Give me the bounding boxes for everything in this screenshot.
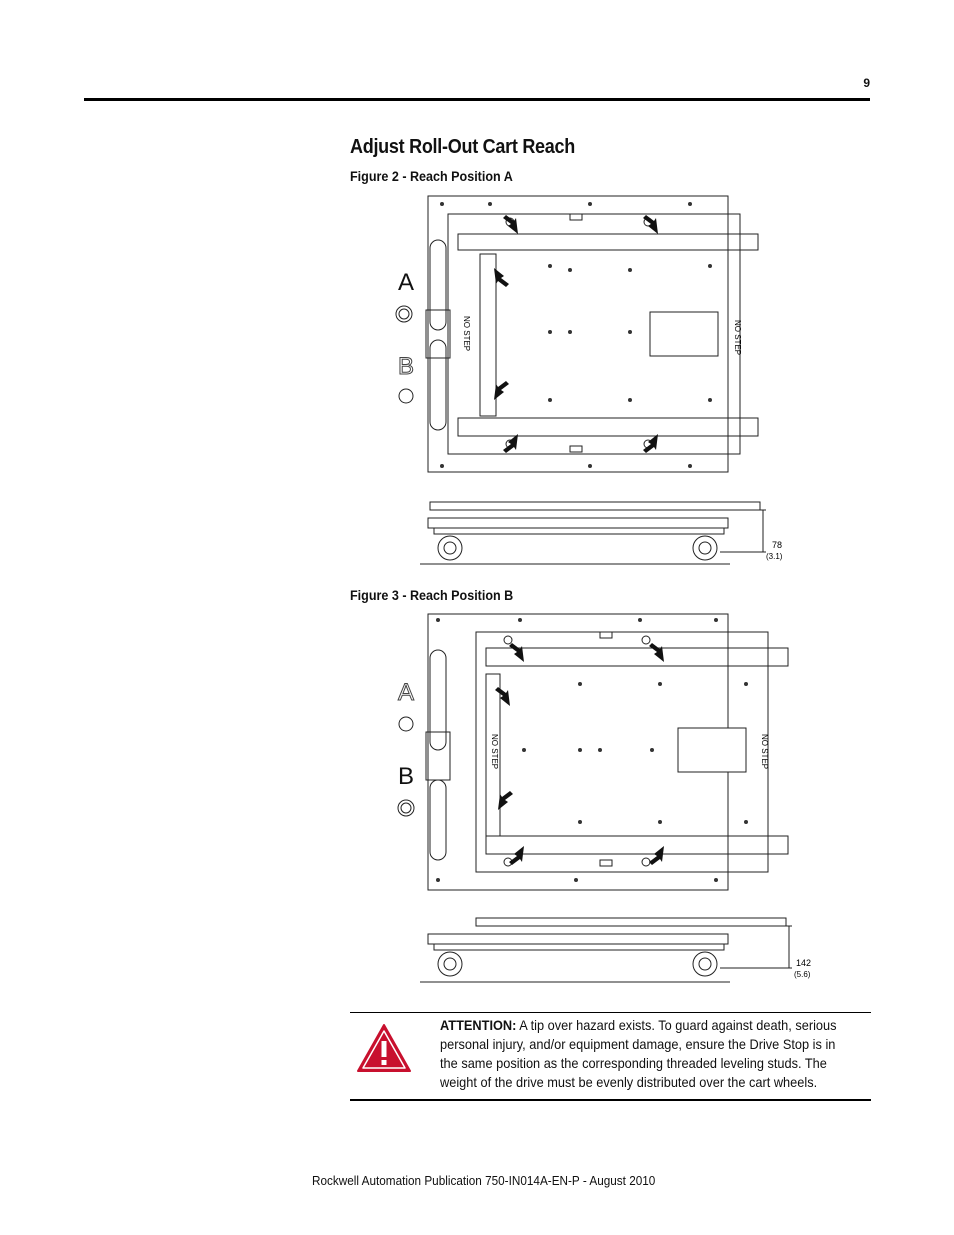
fig2-no-step-right: NO STEP [733, 320, 742, 355]
figure-3-caption: Figure 3 - Reach Position B [350, 588, 514, 603]
attention-label: ATTENTION: [440, 1018, 517, 1033]
fig3-dimension-in: (5.6) [794, 970, 811, 979]
fig2-dimension-mm: 78 [772, 540, 782, 550]
figure-2-top-view: A B NO STEP NO STEP [395, 195, 759, 473]
figure-2-caption: Figure 2 - Reach Position A [350, 169, 513, 184]
fig2-label-a: A [398, 269, 414, 296]
fig2-dimension-in: (3.1) [766, 552, 783, 561]
figure-3-side-view: 142 (5.6) [420, 917, 811, 983]
page-number: 9 [863, 76, 870, 90]
page-footer: Rockwell Automation Publication 750-IN01… [312, 1174, 656, 1188]
fig3-no-step-right: NO STEP [760, 734, 769, 769]
figure-3-top-view: A B NO STEP NO STEP [397, 613, 789, 891]
fig3-label-b: B [398, 763, 414, 790]
attention-box: ATTENTION: A tip over hazard exists. To … [350, 1012, 871, 1101]
header-rule [84, 98, 870, 101]
fig2-no-step-left: NO STEP [462, 316, 471, 351]
fig3-dimension-mm: 142 [796, 958, 811, 968]
section-title: Adjust Roll-Out Cart Reach [350, 136, 575, 158]
attention-body: A tip over hazard exists. To guard again… [440, 1018, 837, 1090]
attention-text: ATTENTION: A tip over hazard exists. To … [440, 1016, 844, 1092]
fig3-no-step-left: NO STEP [490, 734, 499, 769]
fig3-label-a: A [398, 679, 414, 706]
fig2-label-b: B [398, 353, 414, 380]
warning-triangle-icon [357, 1024, 411, 1072]
figure-2-side-view: 78 (3.1) [420, 501, 783, 565]
